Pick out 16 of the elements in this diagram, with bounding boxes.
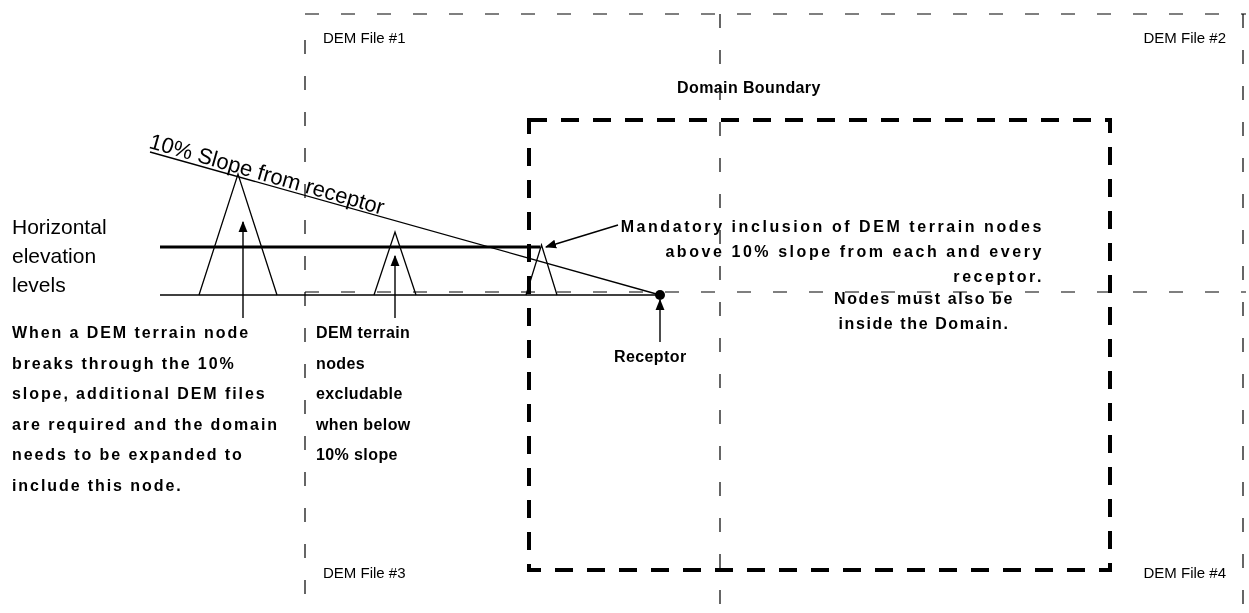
arrow — [390, 254, 400, 319]
tile-label: DEM File #1 — [323, 28, 406, 48]
arrow — [655, 298, 665, 343]
tile-label: DEM File #2 — [1142, 28, 1226, 48]
arrow — [238, 220, 248, 319]
slope-label: 10% Slope from receptor — [145, 127, 389, 222]
note-text: DEM terrain nodes excludable when below 10% slope — [316, 323, 412, 465]
boundary-heading: Domain Boundary — [677, 78, 821, 98]
note-text: Mandatory inclusion of DEM terrain nodes above 10% slope from each and every receptor. — [619, 217, 1044, 287]
axis-label: Horizontal elevation levels — [12, 214, 108, 298]
tile-label: DEM File #3 — [323, 563, 406, 583]
note-text: Nodes must also be inside the Domain. — [833, 289, 1015, 334]
note-text: When a DEM terrain node breaks through the 10% slope, additional DEM files are required and the domain needs to be expanded to include this node. — [12, 323, 280, 496]
arrow — [544, 224, 619, 249]
tile-label: DEM File #4 — [1142, 563, 1226, 583]
receptor-label: Receptor — [614, 347, 688, 367]
